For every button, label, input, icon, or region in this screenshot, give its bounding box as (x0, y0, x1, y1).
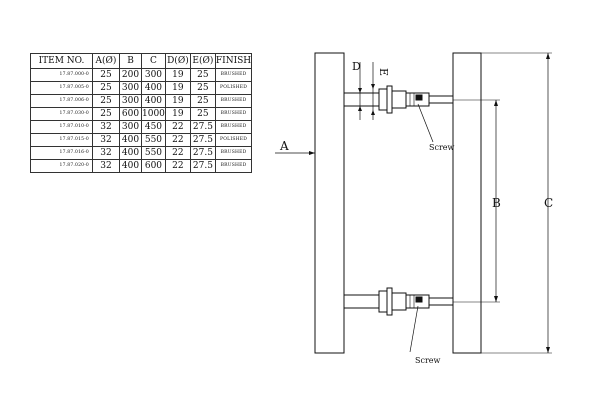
handle-bar (452, 52, 482, 354)
table-cell-finish: BRUSHED (214, 107, 253, 121)
table-cell-item: 17.87.020-0 (30, 159, 93, 173)
table-cell-b: 400 (119, 159, 142, 173)
label-d: D (352, 60, 361, 73)
left-door-panel (314, 52, 345, 354)
label-e: E (377, 68, 390, 76)
table-cell-c: 600 (141, 159, 166, 173)
table-cell-a: 32 (92, 159, 120, 173)
table-cell-b: 300 (119, 94, 142, 108)
table-header-row: ITEM NO. A(Ø) B C D(Ø) E(Ø) FINISH (30, 53, 253, 69)
screw-top-leader (417, 103, 434, 143)
table-cell-finish: BRUSHED (214, 159, 253, 173)
spec-table: ITEM NO. A(Ø) B C D(Ø) E(Ø) FINISH 17.87… (30, 53, 253, 173)
screw-label-top: Screw (429, 143, 455, 152)
label-c: C (544, 196, 553, 210)
bottom-standoff (344, 287, 453, 316)
label-a: A (279, 139, 289, 153)
label-b: B (492, 196, 501, 210)
screw-bottom-leader (409, 305, 419, 353)
screw-label-bottom: Screw (415, 356, 441, 365)
